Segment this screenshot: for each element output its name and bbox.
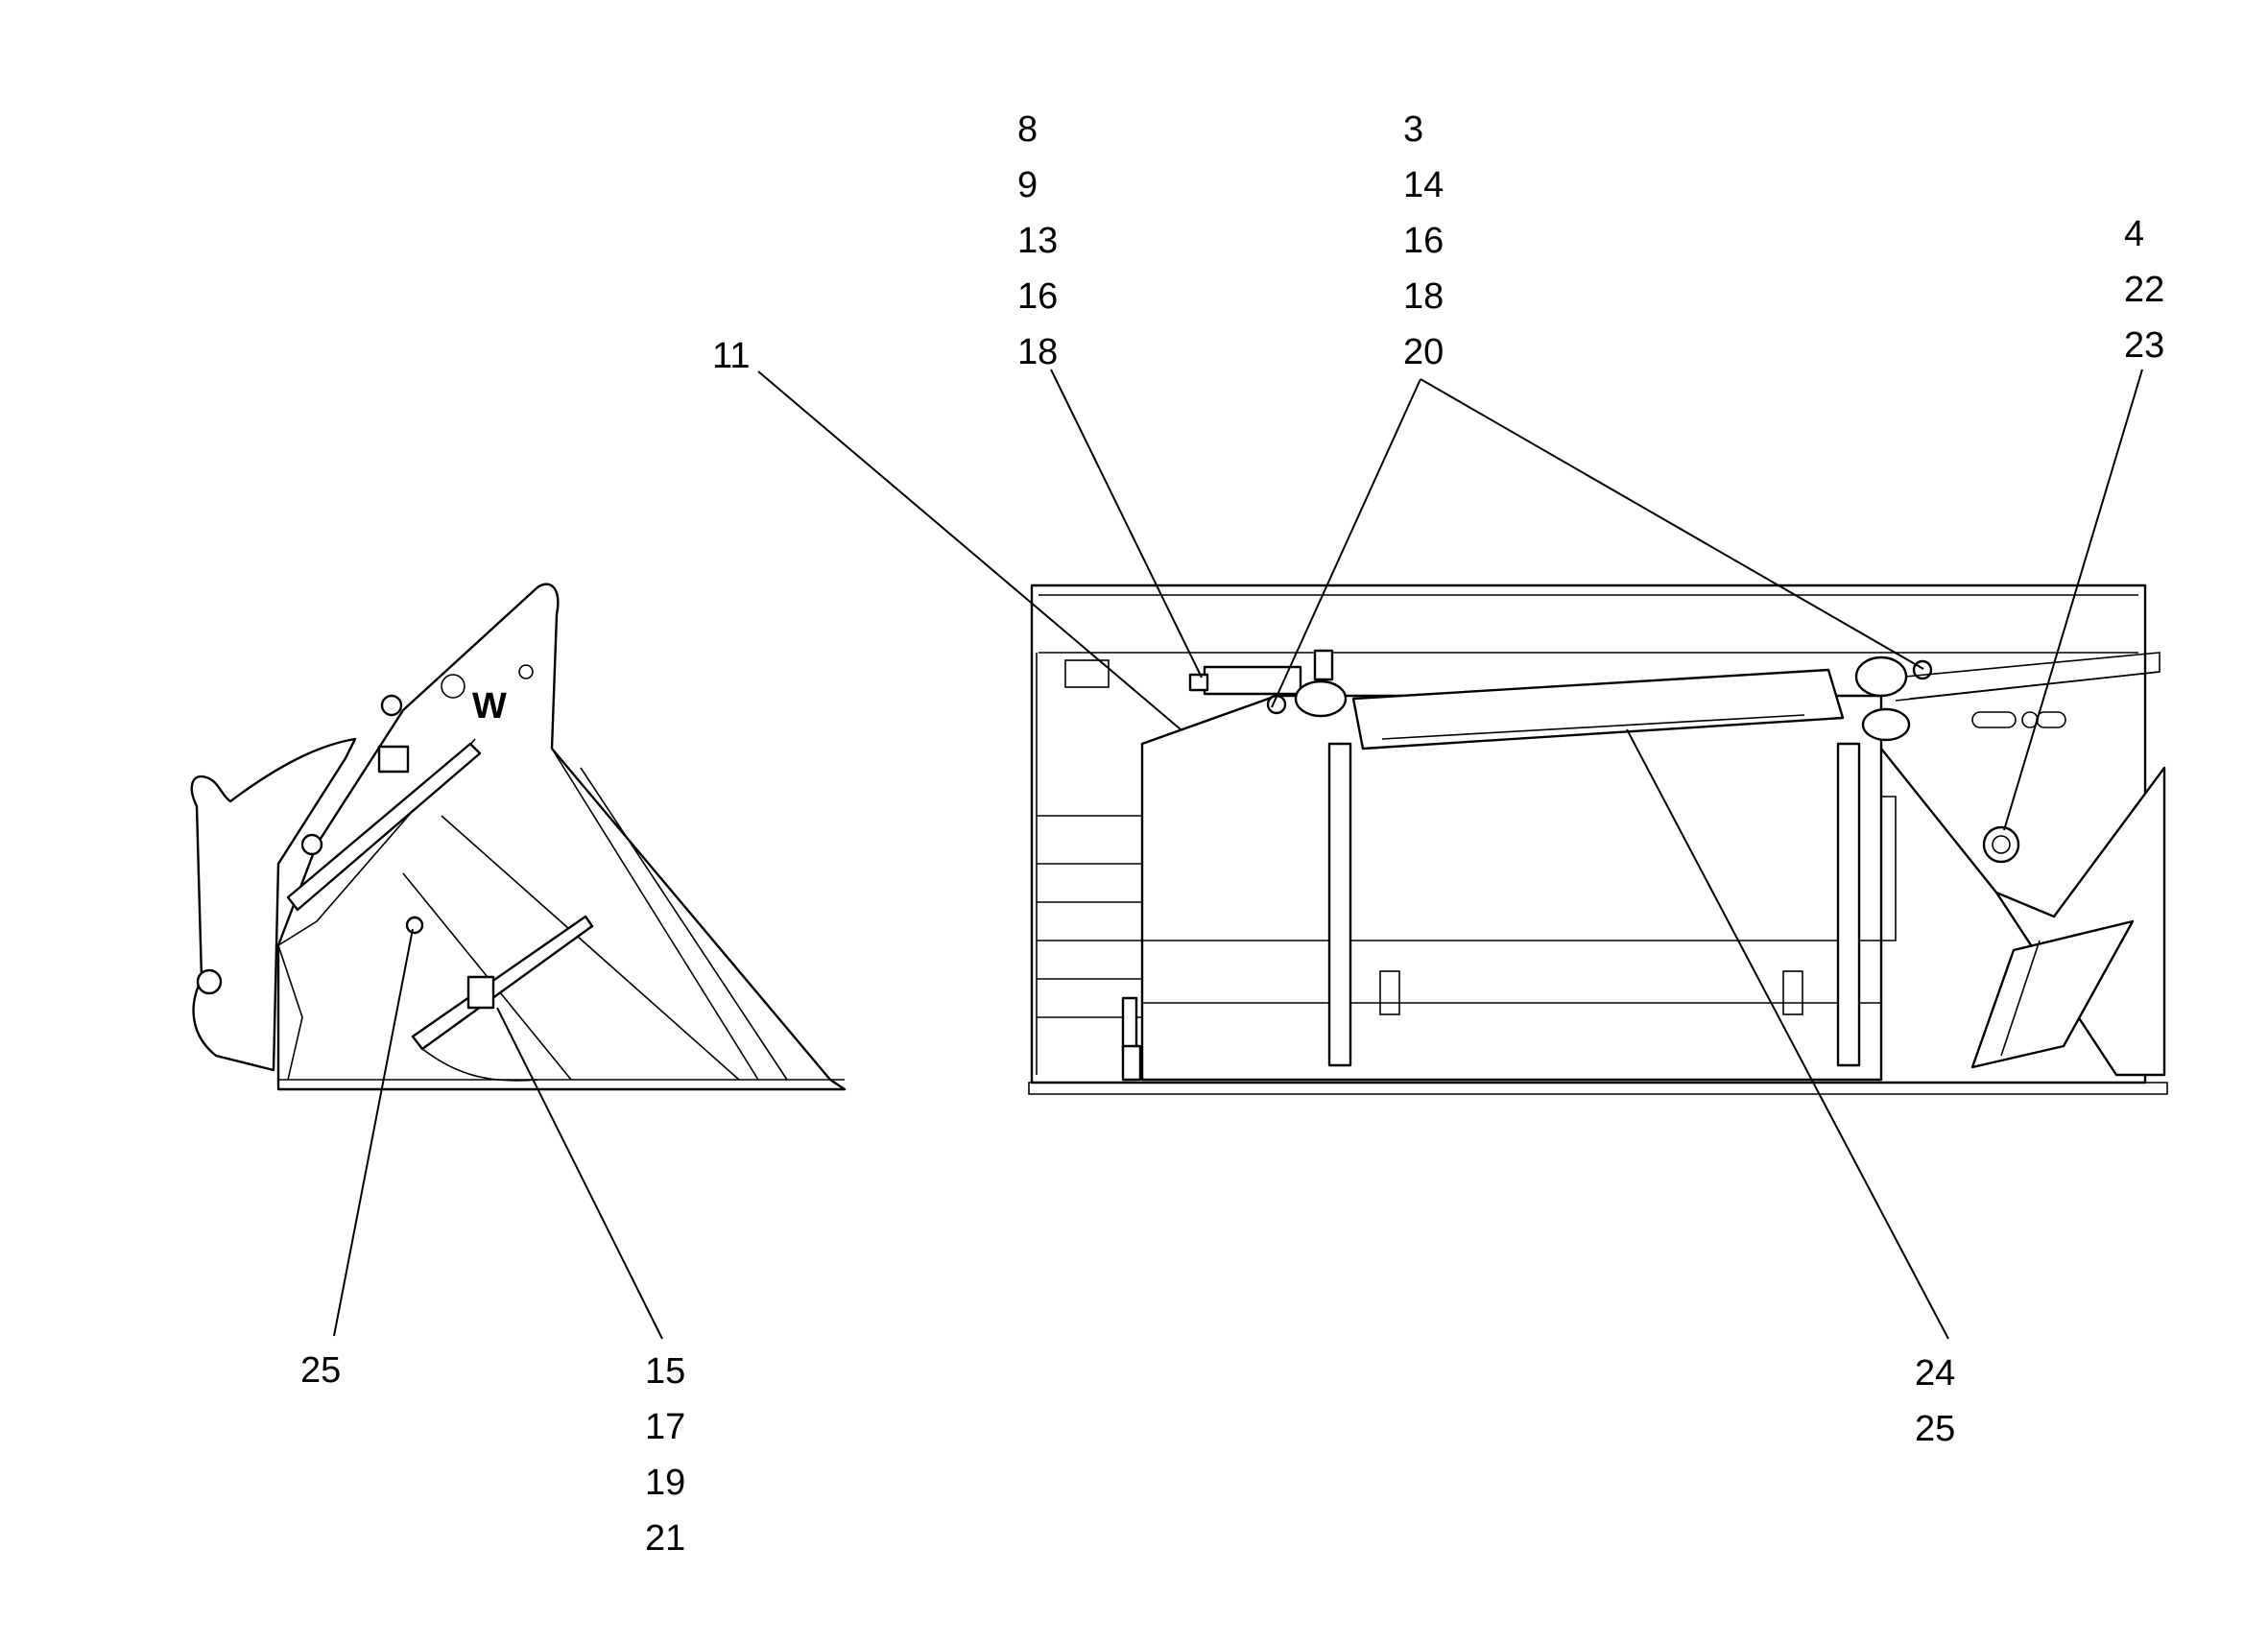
bucket-front-view bbox=[1028, 584, 2168, 1095]
leader-lines bbox=[333, 369, 2143, 1340]
right-pivot bbox=[1854, 655, 1908, 698]
callouts-front-lower: 24 25 bbox=[1915, 1353, 1955, 1449]
bolt-side-3 bbox=[405, 916, 424, 935]
mounting-hook-plate bbox=[190, 737, 357, 1072]
callout-label: 8 bbox=[1017, 109, 1038, 150]
bolt-side-2 bbox=[300, 833, 323, 856]
callouts-side-lower: 15 17 19 21 bbox=[645, 1351, 685, 1559]
callout-label: 16 bbox=[1403, 221, 1444, 261]
left-pivot bbox=[1294, 679, 1348, 718]
callout-label: 4 bbox=[2124, 214, 2144, 254]
callout-label: 20 bbox=[1403, 332, 1444, 372]
callouts-top-mid: 3 14 16 18 20 bbox=[1403, 109, 1444, 372]
hook-pin-hole bbox=[196, 968, 223, 995]
callout-label: 13 bbox=[1017, 221, 1058, 261]
logo: W bbox=[441, 664, 534, 727]
wedge-plate bbox=[1970, 919, 2135, 1069]
callout-label: 19 bbox=[645, 1463, 685, 1503]
callout-label: 17 bbox=[645, 1407, 685, 1447]
bucket-side-view: W bbox=[190, 583, 847, 1091]
callout-label: 14 bbox=[1403, 165, 1444, 205]
callout-label: 16 bbox=[1017, 276, 1058, 317]
callout-label: 3 bbox=[1403, 109, 1423, 150]
rib-left bbox=[1327, 742, 1352, 1067]
callout-label-11: 11 bbox=[712, 336, 750, 376]
lower-bracket bbox=[411, 915, 594, 1051]
callouts-top-left: 8 9 13 16 18 bbox=[1017, 109, 1058, 372]
callout-label: 23 bbox=[2124, 325, 2164, 366]
hydraulic-cylinder bbox=[1351, 668, 1845, 751]
callout-label: 15 bbox=[645, 1351, 685, 1392]
rib-right bbox=[1836, 742, 1861, 1067]
main-body bbox=[1140, 694, 1883, 1082]
nut-side-2 bbox=[466, 975, 495, 1010]
callout-label: 18 bbox=[1403, 276, 1444, 317]
callouts-top-right: 4 22 23 bbox=[2124, 214, 2164, 366]
bolt-side-1 bbox=[380, 694, 403, 717]
nut-side-1 bbox=[377, 745, 410, 774]
callout-label: 21 bbox=[645, 1518, 685, 1559]
callout-label: 22 bbox=[2124, 270, 2164, 310]
callout-label: 9 bbox=[1017, 165, 1038, 205]
lower-pivot-bolt bbox=[1982, 825, 2020, 864]
callout-label: 25 bbox=[1915, 1409, 1955, 1449]
svg-text:W: W bbox=[472, 686, 507, 727]
callout-label-25-side: 25 bbox=[300, 1350, 341, 1391]
callout-label: 18 bbox=[1017, 332, 1058, 372]
callout-label: 24 bbox=[1915, 1353, 1955, 1394]
upper-bracket bbox=[286, 742, 482, 912]
